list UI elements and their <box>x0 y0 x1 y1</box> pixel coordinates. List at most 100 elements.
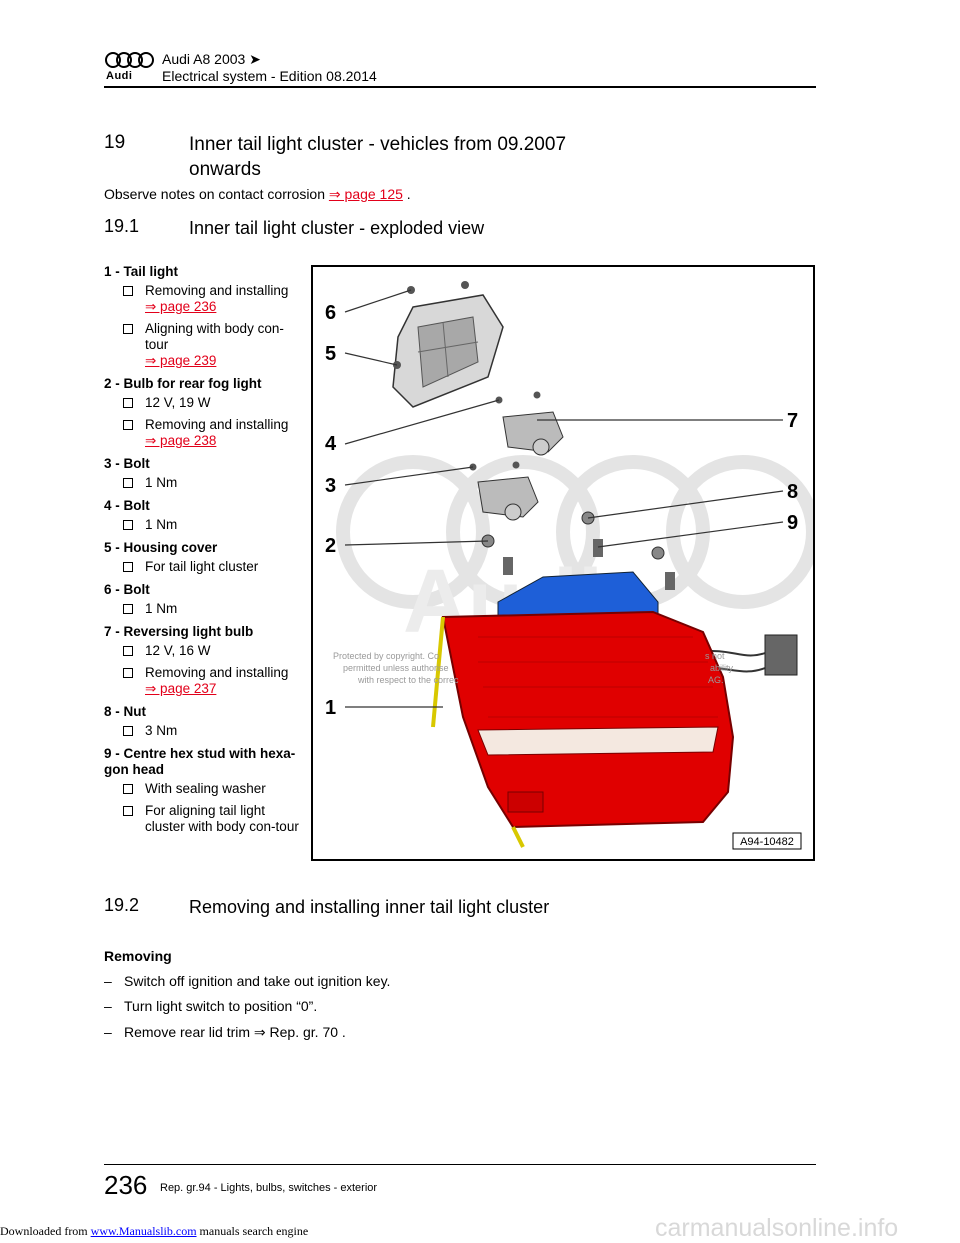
legend-entry: 8 - Nut 3 Nm <box>104 704 304 739</box>
page-link[interactable]: ⇒ page 237 <box>145 681 217 696</box>
section-number: 19.1 <box>104 216 140 236</box>
footer-text: Rep. gr.94 - Lights, bulbs, switches - e… <box>160 1182 378 1194</box>
bolt-icon <box>461 281 469 289</box>
legend-sub-text: For tail light cluster <box>145 559 259 574</box>
legend-item-label: 2 - Bulb for rear fog light <box>104 376 262 391</box>
legend-sub-item: 1 Nm <box>104 601 304 617</box>
callout-number: 3 <box>325 475 336 497</box>
legend-item-label: 1 - Tail light <box>104 264 178 279</box>
watermark-line: with respect to the correc <box>357 675 459 685</box>
legend-item-label: 8 - Nut <box>104 704 146 719</box>
header-model: Audi A8 2003 ➤ <box>162 51 261 67</box>
section-number: 19 <box>104 132 126 153</box>
page-link[interactable]: ⇒ page 236 <box>145 299 217 314</box>
legend-sub-text: Removing and installing <box>145 417 289 432</box>
checkbox-bullet-icon <box>123 562 133 572</box>
copyright-watermark: Protected by copyright. Co permitted unle… <box>333 651 734 685</box>
hex-stud-icon <box>593 539 603 557</box>
reversing-bulb-holder <box>502 411 564 456</box>
legend-sub-item: 12 V, 16 W <box>104 643 304 659</box>
legend-item-label: 4 - Bolt <box>104 498 150 513</box>
legend-sub-text: 12 V, 19 W <box>145 395 211 410</box>
removing-heading: Removing <box>104 948 172 964</box>
checkbox-bullet-icon <box>123 806 133 816</box>
legend-sub-item: Aligning with body con-tour⇒ page 239 <box>104 321 304 369</box>
legend-sub-item: 3 Nm <box>104 723 304 739</box>
watermark-line: AG. <box>708 675 724 685</box>
watermark-line: Protected by copyright. Co <box>333 651 439 661</box>
corrosion-note: Observe notes on contact corrosion ⇒ pag… <box>104 186 411 203</box>
legend-item-label: 6 - Bolt <box>104 582 150 597</box>
section-title: Inner tail light cluster - vehicles from… <box>189 134 567 180</box>
legend-entry: 3 - Bolt 1 Nm <box>104 456 304 491</box>
hex-stud-icon <box>665 572 675 590</box>
header-rule <box>104 86 816 88</box>
figure-code: A94-10482 <box>740 836 794 848</box>
checkbox-bullet-icon <box>123 726 133 736</box>
legend-entry: 6 - Bolt 1 Nm <box>104 582 304 617</box>
legend-item-label: 3 - Bolt <box>104 456 150 471</box>
legend-sub-item: Removing and installing⇒ page 236 <box>104 283 304 315</box>
bolt-icon <box>533 391 541 399</box>
checkbox-bullet-icon <box>123 478 133 488</box>
legend-sub-text: Removing and installing <box>145 665 289 680</box>
callout-number: 8 <box>787 481 798 503</box>
watermark-line: ability <box>710 663 734 673</box>
page-link[interactable]: ⇒ page 125 <box>328 186 403 202</box>
step-dash: – <box>104 998 112 1014</box>
checkbox-bullet-icon <box>123 420 133 430</box>
legend-entry: 7 - Reversing light bulb 12 V, 16 W Removi… <box>104 624 304 697</box>
checkbox-bullet-icon <box>123 286 133 296</box>
legend-sub-item: Removing and installing⇒ page 237 <box>104 665 304 697</box>
tail-light-body <box>431 610 735 848</box>
callout-number: 5 <box>325 343 336 365</box>
checkbox-bullet-icon <box>123 520 133 530</box>
section-title: Removing and installing inner tail light… <box>189 897 550 917</box>
legend-sub-item: 1 Nm <box>104 517 304 533</box>
legend-sub-item: For aligning tail light cluster with bod… <box>104 803 304 835</box>
legend-sub-item: 12 V, 19 W <box>104 395 304 411</box>
legend-sub-text: 3 Nm <box>145 723 178 738</box>
page-link[interactable]: ⇒ page 238 <box>145 433 217 448</box>
step-text: Switch off ignition and take out ignitio… <box>124 973 391 989</box>
legend-sub-text: Aligning with body con-tour <box>145 321 284 352</box>
checkbox-bullet-icon <box>123 646 133 656</box>
checkbox-bullet-icon <box>123 668 133 678</box>
legend-entry: 2 - Bulb for rear fog light 12 V, 19 W Rem… <box>104 376 304 449</box>
legend-sub-text: 1 Nm <box>145 517 178 532</box>
callout-number: 4 <box>325 433 337 455</box>
bolt-icon <box>512 461 520 469</box>
watermark-line: s not <box>705 651 725 661</box>
legend-sub-item: 1 Nm <box>104 475 304 491</box>
checkbox-bullet-icon <box>123 604 133 614</box>
section-title: Inner tail light cluster - exploded view <box>189 218 485 238</box>
step-dash: – <box>104 973 112 989</box>
audi-rings-logo <box>105 52 154 68</box>
callout-number: 2 <box>325 535 336 557</box>
legend-sub-item: Removing and installing⇒ page 238 <box>104 417 304 449</box>
download-prefix: Downloaded from <box>0 1224 91 1238</box>
page-link[interactable]: ⇒ page 239 <box>145 353 217 368</box>
audi-wordmark: Audi <box>106 70 133 82</box>
legend-sub-text: 1 Nm <box>145 475 178 490</box>
housing-cover <box>392 294 504 408</box>
checkbox-bullet-icon <box>123 324 133 334</box>
note-suffix: . <box>402 186 411 202</box>
checkbox-bullet-icon <box>123 784 133 794</box>
footer-rule <box>104 1164 816 1165</box>
watermark-line: permitted unless authorise <box>343 663 449 673</box>
exploded-view-figure: Audi <box>311 265 815 861</box>
callout-number: 7 <box>787 410 798 432</box>
legend-sub-item: For tail light cluster <box>104 559 304 575</box>
manualslib-link[interactable]: www.Manualslib.com <box>90 1224 197 1238</box>
checkbox-bullet-icon <box>123 398 133 408</box>
legend-item-label: 7 - Reversing light bulb <box>104 624 254 639</box>
legend-sub-item: With sealing washer <box>104 781 304 797</box>
site-watermark: carmanualsonline.info <box>655 1214 899 1242</box>
legend-sub-text: 1 Nm <box>145 601 178 616</box>
step-text: Turn light switch to position “0”. <box>124 998 318 1014</box>
